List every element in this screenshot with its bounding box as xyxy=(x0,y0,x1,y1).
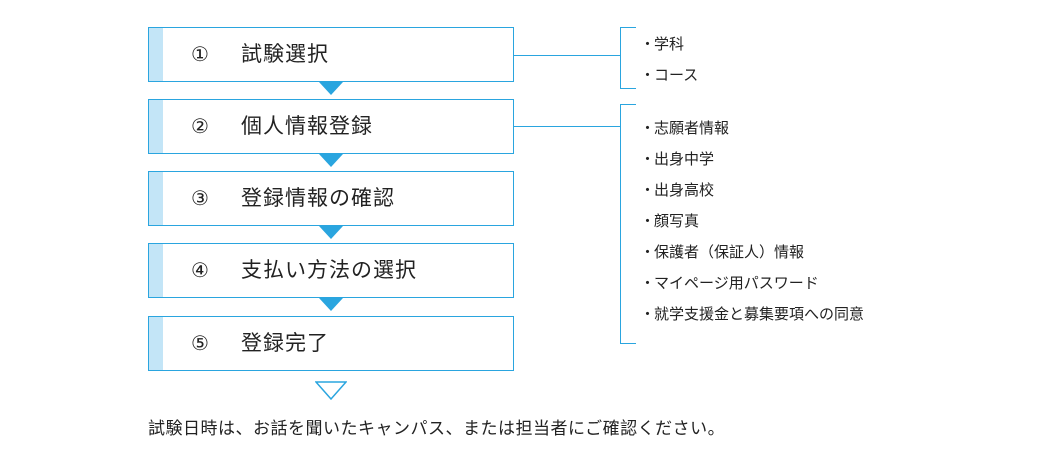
down-arrow-icon xyxy=(319,154,343,167)
step-box-3: ③ 登録情報の確認 xyxy=(148,171,514,226)
open-down-arrow-icon xyxy=(315,381,347,401)
step-number: ② xyxy=(191,114,209,138)
list-item: ・保護者（保証人）情報 xyxy=(640,237,864,268)
down-arrow-icon xyxy=(319,82,343,95)
step-number: ④ xyxy=(191,258,209,282)
list-item: ・出身高校 xyxy=(640,175,864,206)
bracket-step-1 xyxy=(620,27,636,89)
bullet-icon: ・ xyxy=(640,212,656,230)
down-arrow-icon xyxy=(319,226,343,239)
list-item-text: 学科 xyxy=(654,35,685,53)
list-item-text: 志願者情報 xyxy=(654,119,730,137)
bullet-icon: ・ xyxy=(640,119,656,137)
list-item-text: 顔写真 xyxy=(654,212,700,230)
connector-line-step-2 xyxy=(514,126,620,127)
step-box-4: ④ 支払い方法の選択 xyxy=(148,243,514,298)
list-item: ・志願者情報 xyxy=(640,113,864,144)
bullet-icon: ・ xyxy=(640,66,656,84)
step-label: 個人情報登録 xyxy=(241,114,373,138)
step-label: 登録完了 xyxy=(241,331,329,355)
bullet-icon: ・ xyxy=(640,150,656,168)
bullet-icon: ・ xyxy=(640,305,656,323)
list-item-text: マイページ用パスワード xyxy=(654,274,819,292)
down-arrow-icon xyxy=(319,298,343,311)
step-2-detail-list: ・志願者情報 ・出身中学 ・出身高校 ・顔写真 ・保護者（保証人）情報 ・マイペ… xyxy=(640,113,864,330)
step-box-1: ① 試験選択 xyxy=(148,27,514,82)
step-label: 試験選択 xyxy=(241,42,329,66)
bullet-icon: ・ xyxy=(640,181,656,199)
step-box-2: ② 個人情報登録 xyxy=(148,99,514,154)
list-item-text: コース xyxy=(654,66,699,84)
list-item-text: 保護者（保証人）情報 xyxy=(654,243,805,261)
step-label: 支払い方法の選択 xyxy=(241,258,417,282)
step-label: 登録情報の確認 xyxy=(241,186,395,210)
list-item-text: 出身高校 xyxy=(654,181,715,199)
list-item: ・顔写真 xyxy=(640,206,864,237)
exam-date-note: 試験日時は、お話を聞いたキャンパス、または担当者にご確認ください。 xyxy=(148,419,726,439)
list-item: ・コース xyxy=(640,60,698,91)
list-item: ・学科 xyxy=(640,29,698,60)
step-1-detail-list: ・学科 ・コース xyxy=(640,29,698,91)
list-item-text: 出身中学 xyxy=(654,150,715,168)
list-item: ・出身中学 xyxy=(640,144,864,175)
bullet-icon: ・ xyxy=(640,35,656,53)
connector-line-step-1 xyxy=(514,55,620,56)
list-item: ・就学支援金と募集要項への同意 xyxy=(640,299,864,330)
step-side-bar xyxy=(149,100,163,153)
step-number: ① xyxy=(191,42,209,66)
bullet-icon: ・ xyxy=(640,243,656,261)
step-side-bar xyxy=(149,317,163,370)
list-item: ・マイページ用パスワード xyxy=(640,268,864,299)
step-side-bar xyxy=(149,172,163,225)
step-side-bar xyxy=(149,28,163,81)
step-number: ⑤ xyxy=(191,331,209,355)
bracket-step-2 xyxy=(620,104,636,344)
list-item-text: 就学支援金と募集要項への同意 xyxy=(654,305,865,323)
step-side-bar xyxy=(149,244,163,297)
bullet-icon: ・ xyxy=(640,274,656,292)
step-box-5: ⑤ 登録完了 xyxy=(148,316,514,371)
step-number: ③ xyxy=(191,186,209,210)
